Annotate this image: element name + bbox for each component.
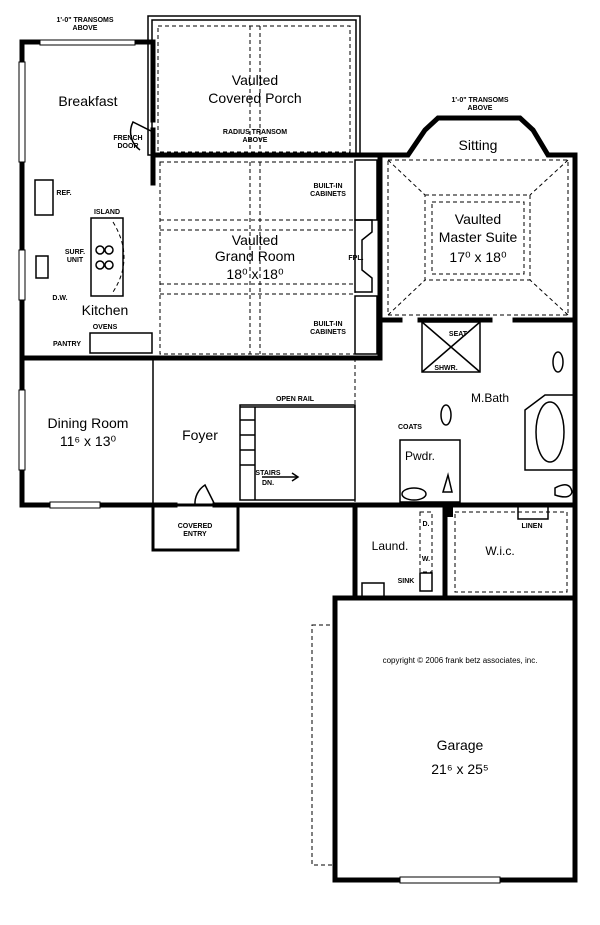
dining-label: Dining Room [48, 415, 129, 431]
covered-entry-label-1: COVERED [178, 523, 213, 530]
dining-dimensions: 11⁶ x 13⁰ [60, 433, 117, 449]
copyright-text: copyright © 2006 frank betz associates, … [383, 656, 538, 665]
french-door-label-1: FRENCH [113, 135, 142, 142]
transoms-left-label-2: ABOVE [73, 25, 98, 32]
transoms-right-label-1: 1'-0" TRANSOMS [451, 97, 508, 104]
laundry-label: Laund. [372, 539, 409, 553]
foyer-stairs [150, 358, 358, 552]
radius-transom-label-2: ABOVE [243, 137, 268, 144]
grand-room-label-2: Grand Room [215, 248, 295, 264]
powder-room-label: Pwdr. [405, 449, 435, 463]
stairs-label-1: STAIRS [255, 470, 280, 477]
pantry-label: PANTRY [53, 341, 81, 348]
transoms-right-label-2: ABOVE [468, 105, 493, 112]
open-rail-label: OPEN RAIL [276, 396, 315, 403]
garage-walls [311, 595, 578, 884]
built-in-top-label-2: CABINETS [310, 191, 346, 198]
master-dimensions: 17⁰ x 18⁰ [449, 249, 507, 265]
washer-label: W. [422, 556, 430, 563]
ref-label: REF. [56, 190, 71, 197]
walk-in-closet-label: W.i.c. [485, 544, 514, 558]
breakfast-label: Breakfast [58, 93, 117, 109]
surf-unit-label-1: SURF. [65, 249, 85, 256]
dw-label: D.W. [52, 295, 67, 302]
grand-room-dimensions: 18⁰ x 18⁰ [226, 266, 284, 282]
transoms-left-label-1: 1'-0" TRANSOMS [56, 17, 113, 24]
built-in-bottom-label-1: BUILT-IN [313, 321, 342, 328]
foyer-label: Foyer [182, 427, 218, 443]
master-label-1: Vaulted [455, 211, 501, 227]
master-wing-walls [352, 115, 578, 601]
left-wing-walls [18, 39, 156, 509]
porch-label-2: Covered Porch [208, 90, 301, 106]
grand-room-label-1: Vaulted [232, 232, 278, 248]
grand-room-walls [150, 152, 383, 361]
garage-label: Garage [437, 737, 484, 753]
covered-entry-label-2: ENTRY [183, 531, 207, 538]
linen-label: LINEN [522, 523, 543, 530]
island-label: ISLAND [94, 209, 120, 216]
sink-label: SINK [398, 578, 415, 585]
stairs-label-2: DN. [262, 480, 274, 487]
coats-label: COATS [398, 424, 422, 431]
master-bath-label: M.Bath [471, 391, 509, 405]
built-in-top-label-1: BUILT-IN [313, 183, 342, 190]
shower-label: SHWR. [434, 365, 457, 372]
sitting-label: Sitting [459, 137, 498, 153]
ovens-label: OVENS [93, 324, 118, 331]
dryer-label: D. [423, 521, 430, 528]
seat-label: SEAT [449, 331, 468, 338]
surf-unit-label-2: UNIT [67, 257, 84, 264]
radius-transom-label-1: RADIUS TRANSOM [223, 129, 287, 136]
kitchen-label: Kitchen [82, 302, 129, 318]
french-door-label-2: DOOR [118, 143, 139, 150]
garage-dimensions: 21⁶ x 25⁵ [431, 761, 489, 777]
built-in-bottom-label-2: CABINETS [310, 329, 346, 336]
master-label-2: Master Suite [439, 229, 518, 245]
fireplace-label: FPL. [348, 255, 363, 262]
porch-label-1: Vaulted [232, 72, 278, 88]
